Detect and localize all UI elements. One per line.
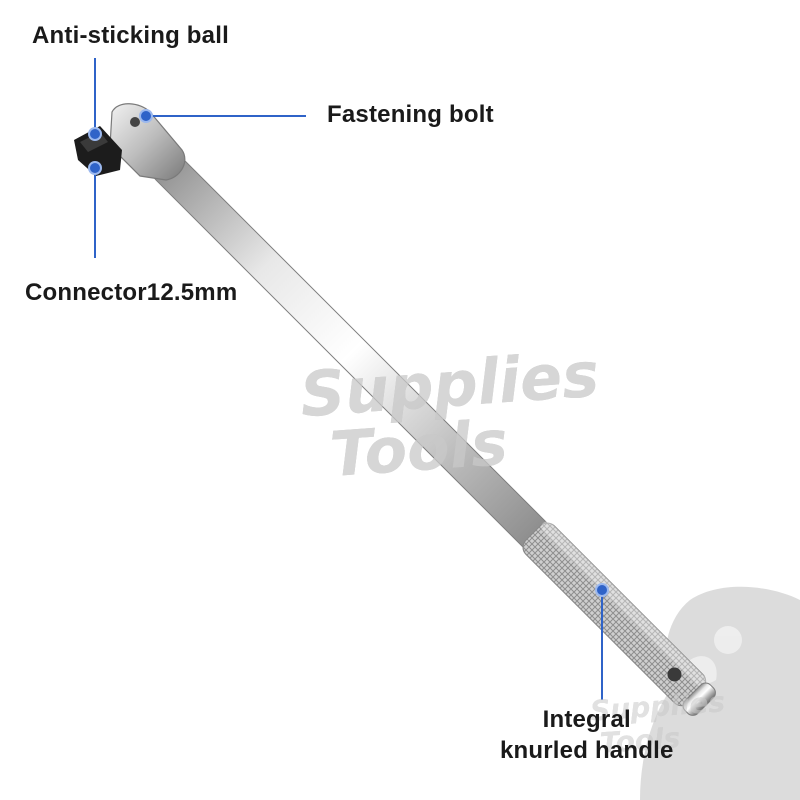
watermark-text: Tools (327, 405, 510, 492)
knurled-handle-label-line2: knurled handle (500, 737, 674, 764)
knurled-handle-label: Integral knurled handle (500, 704, 674, 766)
fastening-bolt-label: Fastening bolt (327, 101, 494, 128)
anti-sticking-ball-label: Anti-sticking ball (32, 22, 229, 49)
knurled-handle-label-line1: Integral (542, 706, 631, 733)
connector-label: Connector12.5mm (25, 279, 238, 306)
